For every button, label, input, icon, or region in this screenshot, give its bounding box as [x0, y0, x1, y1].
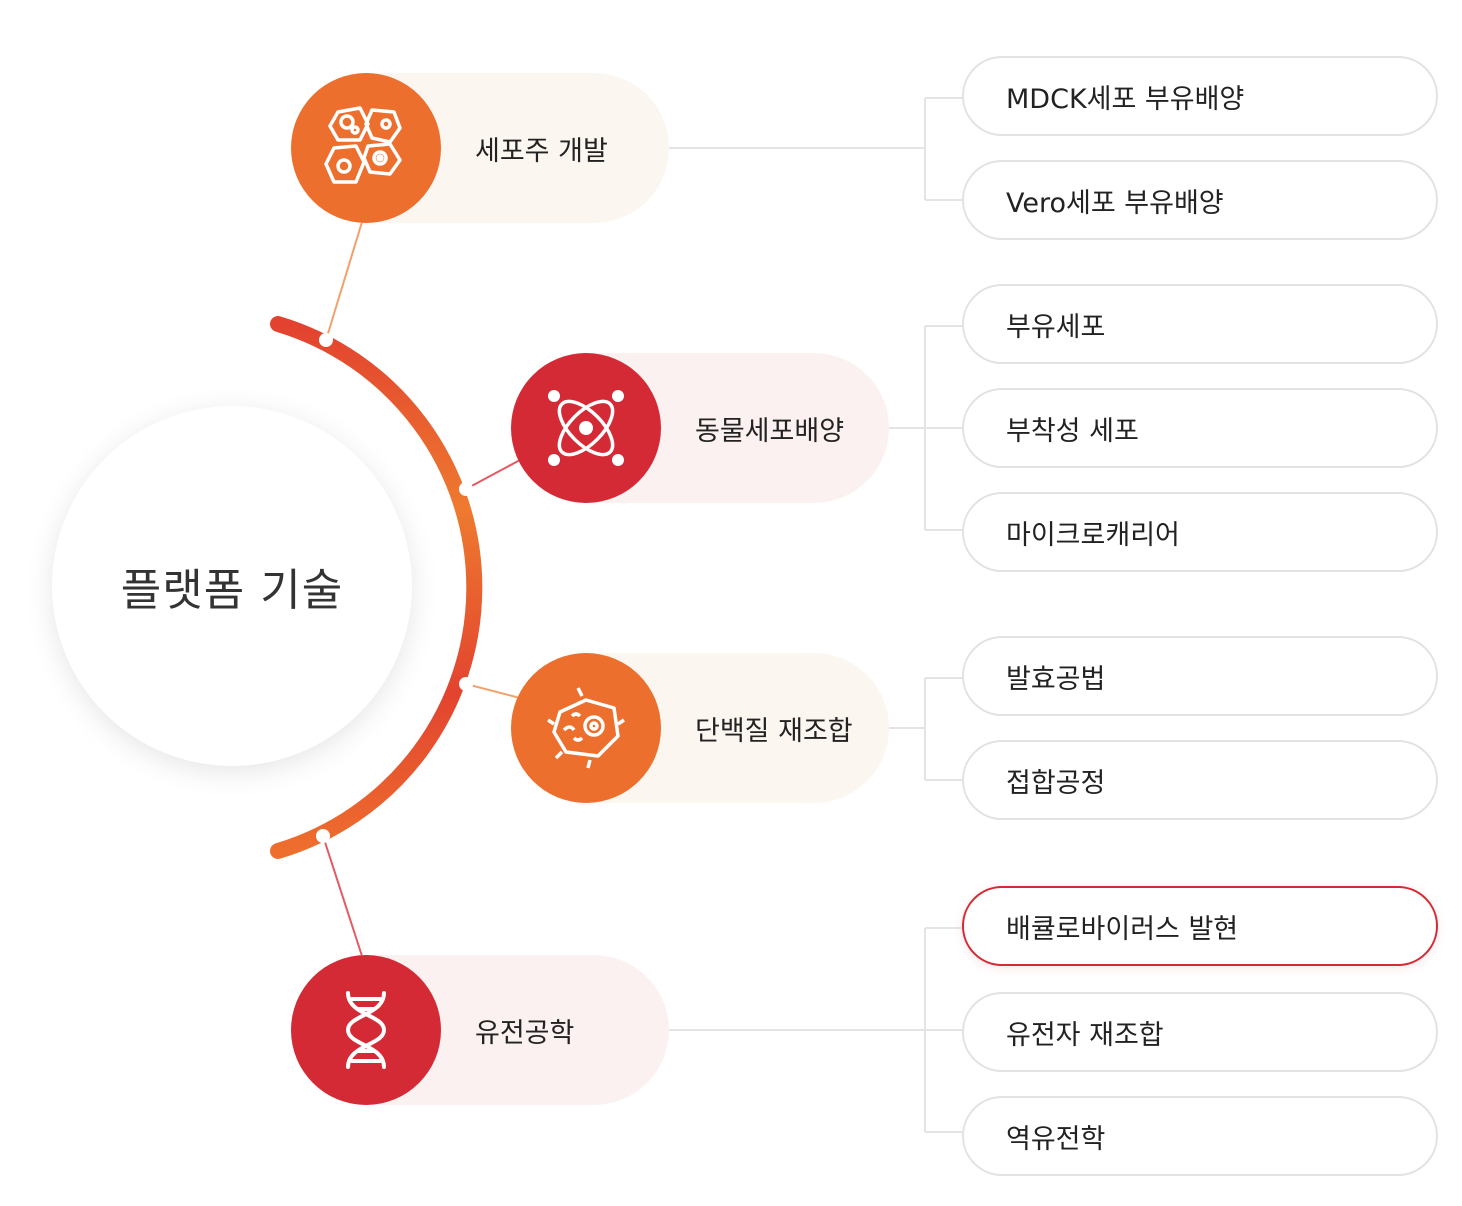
sub-item-fermentation[interactable]: 발효공법 [962, 636, 1438, 716]
sub-item-mdck[interactable]: MDCK세포 부유배양 [962, 56, 1438, 136]
bracket-4 [924, 927, 962, 1133]
sub-item-vero[interactable]: Vero세포 부유배양 [962, 160, 1438, 240]
category-genetic-engineering[interactable]: 유전공학 [291, 955, 669, 1105]
bracket-1 [924, 97, 962, 201]
bracket-3 [924, 677, 962, 781]
arc-dot-4 [316, 829, 330, 843]
category-label: 동물세포배양 [695, 415, 845, 447]
bracket-2 [924, 325, 962, 531]
sub-item-reverse-genetics[interactable]: 역유전학 [962, 1096, 1438, 1176]
sub-item-gene-recombination[interactable]: 유전자 재조합 [962, 992, 1438, 1072]
category-label: 유전공학 [475, 1017, 575, 1049]
center-label: 플랫폼 기술 [120, 565, 344, 616]
cell-culture-icon [511, 653, 661, 803]
category-cell-line-development[interactable]: 세포주 개발 [291, 73, 669, 223]
center-circle: 플랫폼 기술 [52, 406, 412, 766]
platform-arc [270, 316, 483, 859]
category-label: 세포주 개발 [475, 135, 608, 167]
spoke-line-1 [325, 221, 363, 341]
sub-item-adherent-cells[interactable]: 부착성 세포 [962, 388, 1438, 468]
spoke-line-4 [322, 835, 363, 957]
dna-icon [291, 955, 441, 1105]
category-label: 단백질 재조합 [695, 715, 853, 747]
sub-item-microcarrier[interactable]: 마이크로캐리어 [962, 492, 1438, 572]
arc-dot-1 [319, 333, 333, 347]
cells-icon [291, 73, 441, 223]
arc-dot-3 [459, 677, 473, 691]
sub-item-conjugation[interactable]: 접합공정 [962, 740, 1438, 820]
sub-item-baculovirus[interactable]: 배큘로바이러스 발현 [962, 886, 1438, 966]
category-protein-recombination[interactable]: 단백질 재조합 [511, 653, 889, 803]
spoke-line-2 [465, 459, 521, 490]
sub-item-suspension-cells[interactable]: 부유세포 [962, 284, 1438, 364]
category-animal-cell-culture[interactable]: 동물세포배양 [511, 353, 889, 503]
atom-icon [511, 353, 661, 503]
arc-dot-2 [459, 482, 473, 496]
spoke-line-3 [465, 683, 521, 699]
